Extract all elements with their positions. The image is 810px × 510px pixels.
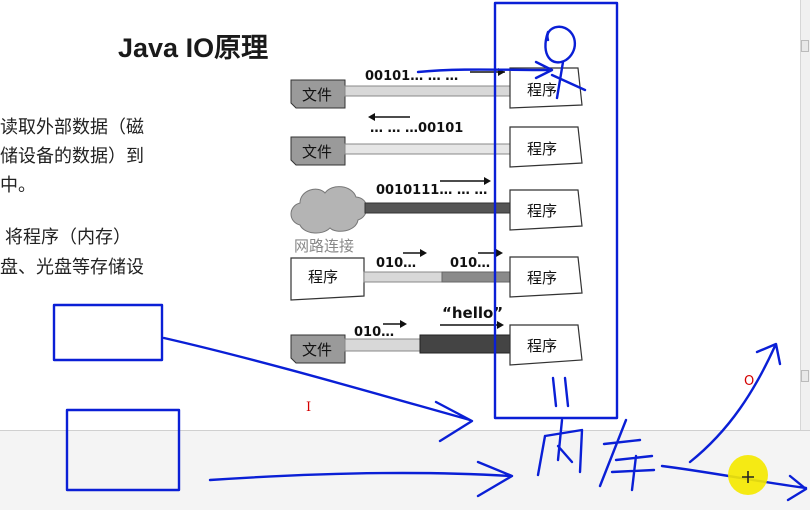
body-text-line-2: 储设备的数据）到 xyxy=(0,146,144,167)
file-label: 文件 xyxy=(302,341,332,359)
stream-data-label: 00101… … … xyxy=(365,69,458,84)
arrow-head-right xyxy=(497,321,504,329)
program-label: 程序 xyxy=(527,337,557,355)
diagram-row-2: 文件 … … …00101 程序 xyxy=(290,113,583,168)
slide-title: Java IO原理 xyxy=(118,33,269,63)
arrow-head-right xyxy=(496,249,503,257)
slide-canvas: Java IO原理 读取外部数据（磁 储设备的数据）到 中。 将程序（内存） 盘… xyxy=(0,33,755,415)
stream-pipe-left xyxy=(363,271,443,283)
stream-data-label-right: 010… xyxy=(450,256,490,271)
body-text-line-4: 将程序（内存） xyxy=(5,227,131,248)
vertical-scrollbar[interactable] xyxy=(800,0,810,430)
arrow-head xyxy=(498,68,505,76)
body-text-line-5: 盘、光盘等存储设 xyxy=(0,257,144,278)
stream-pipe xyxy=(364,202,511,214)
scroll-down-button[interactable] xyxy=(801,370,809,382)
stream-data-label-right: “hello” xyxy=(442,304,503,322)
arrow-head xyxy=(484,177,491,185)
stream-data-label: … … …00101 xyxy=(370,121,463,136)
diagram-row-1: 文件 00101… … … 程序 xyxy=(290,67,583,109)
stream-pipe-left xyxy=(344,338,421,352)
text-cursor-mark: I xyxy=(306,400,312,415)
program-label: 程序 xyxy=(527,140,557,158)
program-source-box xyxy=(290,257,365,301)
arrow-head-left xyxy=(420,249,427,257)
stream-data-label-left: 010… xyxy=(376,256,416,271)
program-label: 程序 xyxy=(527,202,557,220)
cloud-shape xyxy=(290,186,368,234)
stream-pipe-right xyxy=(441,271,511,283)
program-label: 程序 xyxy=(527,269,557,287)
stream-data-label-left: 010… xyxy=(354,325,394,340)
io-diagram: 文件 00101… … … 程序 文件 … … …00101 程序 网路连接 0… xyxy=(290,67,583,366)
file-label: 文件 xyxy=(302,86,332,104)
stream-data-label: 0010111… … … xyxy=(376,183,487,198)
diagram-row-3: 网路连接 0010111… … … 程序 xyxy=(290,177,583,255)
body-text-line-3: 中。 xyxy=(0,175,36,196)
diagram-row-4: 程序 010… 010… 程序 xyxy=(290,249,583,301)
notes-panel[interactable] xyxy=(0,430,810,510)
arrow-head-left xyxy=(400,320,407,328)
network-caption: 网路连接 xyxy=(294,237,354,255)
diagram-row-5: 文件 010… “hello” 程序 xyxy=(290,304,583,366)
scroll-up-button[interactable] xyxy=(801,40,809,52)
stream-pipe xyxy=(344,143,511,155)
stream-pipe xyxy=(344,85,511,97)
program-source-label: 程序 xyxy=(308,268,338,286)
program-label: 程序 xyxy=(527,81,557,99)
file-box xyxy=(290,136,346,166)
arrow-head xyxy=(368,113,375,121)
stream-pipe-right xyxy=(419,334,511,354)
body-text-line-1: 读取外部数据（磁 xyxy=(0,117,144,138)
red-circle-mark: O xyxy=(744,374,755,389)
file-label: 文件 xyxy=(302,143,332,161)
file-box xyxy=(290,79,346,109)
